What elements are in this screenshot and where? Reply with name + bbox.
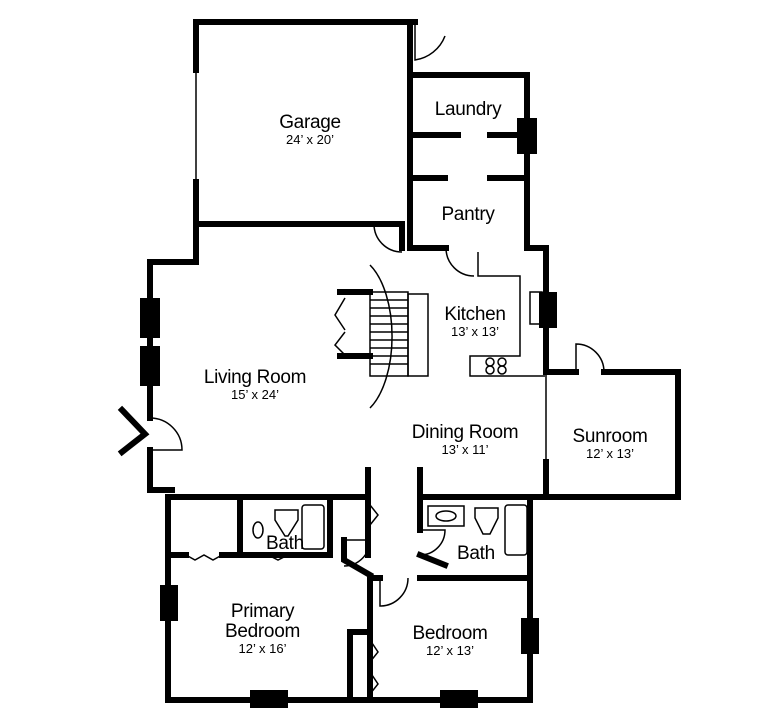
- room-name: Laundry: [434, 99, 502, 120]
- room-name: Primary Bedroom: [225, 601, 300, 642]
- room-bedroom: Bedroom 12’ x 13’: [395, 624, 505, 658]
- bath-fixtures: [252, 504, 528, 556]
- room-name: Dining Room: [411, 422, 519, 443]
- room-dimensions: 12’ x 13’: [586, 445, 634, 461]
- room-name: Living Room: [203, 367, 307, 388]
- door-swings: [149, 22, 605, 607]
- room-living: Living Room 15’ x 24’: [185, 368, 325, 402]
- room-dimensions: 13’ x 11’: [441, 441, 489, 457]
- room-garage: Garage 24’ x 20’: [250, 113, 370, 147]
- room-dimensions: 13’ x 13’: [451, 323, 499, 339]
- room-bath-1: Bath: [255, 534, 315, 554]
- room-name: Sunroom: [572, 426, 648, 447]
- room-primary-bedroom: Primary Bedroom 12’ x 16’: [205, 602, 320, 656]
- kitchen-fixtures: [469, 252, 545, 377]
- room-dimensions: 15’ x 24’: [231, 386, 279, 402]
- stairs: [334, 264, 429, 409]
- room-dimensions: 12’ x 16’: [238, 640, 287, 656]
- room-dimensions: 24’ x 20’: [286, 131, 334, 147]
- room-sunroom: Sunroom 12’ x 13’: [555, 427, 665, 461]
- room-laundry: Laundry: [418, 100, 518, 120]
- room-pantry: Pantry: [418, 205, 518, 225]
- room-name: Bath: [457, 543, 495, 564]
- room-name: Kitchen: [444, 304, 506, 325]
- entry-arrow-icon: [117, 405, 150, 457]
- room-name: Garage: [279, 112, 341, 133]
- room-name: Bedroom: [412, 623, 488, 644]
- walls: [147, 19, 681, 703]
- room-kitchen: Kitchen 13’ x 13’: [425, 305, 525, 339]
- room-name: Bath: [266, 533, 304, 554]
- room-dimensions: 12’ x 13’: [426, 642, 474, 658]
- room-bath-2: Bath: [446, 544, 506, 564]
- room-name: Pantry: [441, 204, 495, 225]
- windows: [140, 118, 557, 708]
- room-dining: Dining Room 13’ x 11’: [395, 423, 535, 457]
- openings: [195, 70, 547, 462]
- closet-doors: [185, 504, 379, 695]
